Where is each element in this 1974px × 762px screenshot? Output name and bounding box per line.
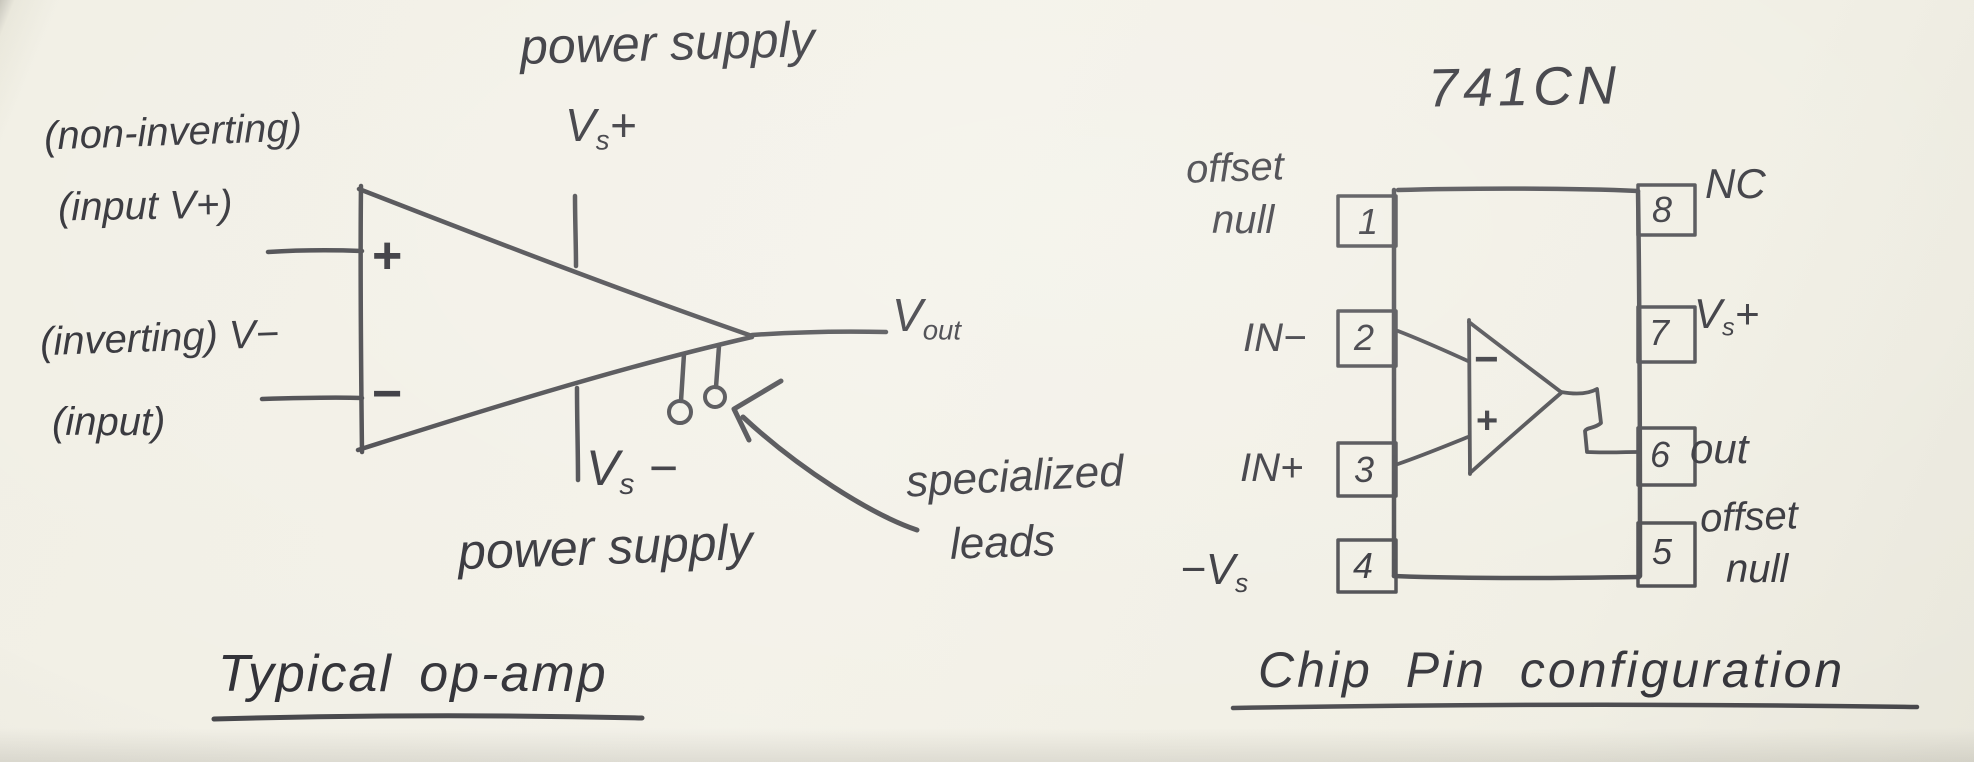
specialized-leads-line1: specialized: [904, 446, 1125, 507]
pin1-label-line1: offset: [1185, 144, 1285, 192]
pin5-label-line1: offset: [1699, 493, 1799, 541]
inverting-input-wire: [259, 395, 365, 402]
pin7-box: [1636, 305, 1697, 364]
vs-minus-suffix: −: [634, 440, 678, 496]
vs-plus-top-label: Vs+: [565, 102, 636, 154]
pin8-number: 8: [1652, 189, 1673, 230]
pin4-number: 4: [1353, 545, 1374, 586]
chip-right-edge: [1635, 188, 1643, 579]
noninverting-label-line1: (non-inverting): [43, 105, 303, 159]
pin7-label: Vs+: [1694, 293, 1759, 341]
pin5-number: 5: [1652, 531, 1673, 572]
pin7-label-sub: s: [1722, 313, 1735, 342]
pin2-label: IN−: [1243, 316, 1307, 360]
specialized-leads-line2: leads: [949, 516, 1056, 569]
pin1-box: [1336, 194, 1398, 248]
power-wire-bottom: [574, 385, 581, 483]
pin3-inner-wire: [1396, 435, 1470, 466]
pin8-label: NC: [1705, 160, 1766, 207]
noninverting-label-line2: (input V+): [57, 182, 233, 230]
left-caption-underline: [211, 713, 645, 722]
pin2-number: 2: [1354, 317, 1375, 358]
pin8-box: [1636, 183, 1697, 237]
right-caption: Chip Pin configuration: [1258, 642, 1846, 698]
pin4-label-base: −V: [1180, 545, 1236, 594]
lead-stem-1: [678, 351, 687, 404]
pin3-label: IN+: [1240, 446, 1304, 490]
pin5-label-line2: null: [1726, 547, 1789, 591]
pin5-box: [1636, 521, 1697, 588]
pin3-box: [1336, 441, 1398, 498]
inner-opamp-left-edge: [1467, 318, 1472, 476]
pin7-label-base: V: [1694, 290, 1723, 337]
pin1-number: 1: [1358, 201, 1379, 242]
power-wire-top: [572, 193, 579, 269]
vout-base: V: [892, 289, 923, 341]
inner-opamp-top-edge: [1467, 320, 1563, 394]
noninverting-input-wire: [265, 248, 365, 255]
inner-output-wire: [1559, 387, 1639, 455]
pin6-number: 6: [1650, 434, 1671, 475]
inner-opamp-bottom-edge: [1468, 391, 1563, 475]
vs-minus-bottom-label: Vs −: [586, 443, 677, 500]
leads-arrowhead: [731, 378, 784, 443]
vout-label: Vout: [892, 292, 961, 344]
pin7-label-suffix: +: [1734, 290, 1760, 337]
lead-stem-2: [713, 343, 722, 390]
opamp-left-edge: [358, 183, 365, 455]
opamp-bottom-edge: [355, 334, 755, 453]
lead-circle-2: [703, 385, 727, 409]
chip-left-edge: [1391, 187, 1397, 579]
inverting-label-line1: (inverting) V−: [39, 311, 280, 365]
left-caption: Typical op-amp: [218, 645, 608, 703]
vs-minus-base: V: [586, 440, 620, 496]
chip-bottom-edge: [1391, 573, 1642, 581]
pin3-number: 3: [1354, 449, 1375, 490]
vout-sub: out: [922, 314, 962, 346]
top-power-supply-label: power supply: [519, 11, 816, 75]
pin6-box: [1636, 426, 1697, 487]
pin7-number: 7: [1649, 312, 1670, 353]
leads-arrow-curve: [740, 414, 920, 533]
vs-minus-sub: s: [619, 468, 635, 501]
pin6-label: out: [1690, 425, 1749, 472]
bottom-power-supply-label: power supply: [457, 513, 754, 581]
vs-plus-top-base: V: [565, 99, 596, 151]
opamp-top-edge: [356, 186, 755, 339]
vs-plus-top-suffix: +: [609, 99, 637, 151]
inner-opamp-plus-terminal: +: [1476, 400, 1499, 442]
chip-title: 741CN: [1427, 55, 1622, 119]
inverting-label-line2: (input): [52, 400, 166, 444]
opamp-plus-terminal: +: [372, 227, 403, 285]
pin4-label: −Vs: [1180, 545, 1249, 598]
pin4-box: [1336, 538, 1398, 594]
right-caption-underline: [1230, 702, 1920, 711]
lead-circle-1: [667, 399, 693, 425]
pin2-box: [1336, 309, 1398, 368]
pin2-inner-wire: [1396, 329, 1470, 363]
pin1-label-line2: null: [1212, 198, 1275, 242]
chip-top-edge: [1395, 186, 1641, 194]
output-wire: [749, 329, 889, 338]
inner-opamp-minus-terminal: −: [1474, 335, 1499, 382]
vs-plus-top-sub: s: [595, 124, 610, 156]
pin4-label-sub: s: [1235, 567, 1249, 598]
opamp-minus-terminal: −: [372, 365, 403, 423]
